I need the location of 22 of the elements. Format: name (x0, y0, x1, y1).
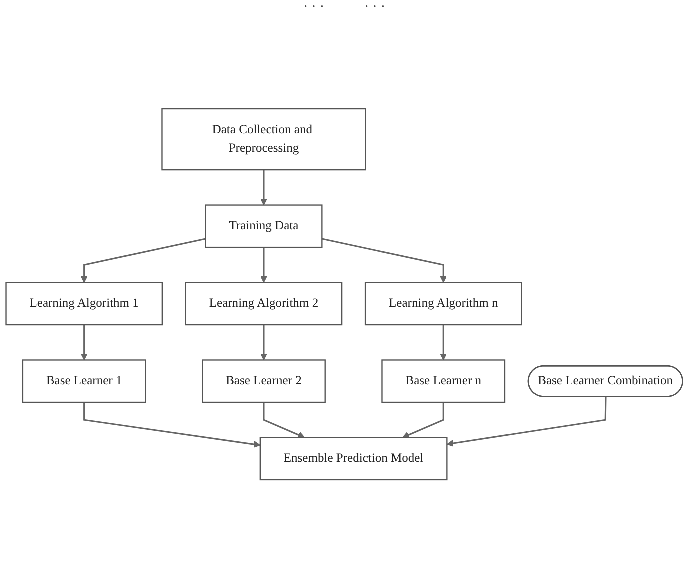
arrow (263, 402, 306, 438)
node-box: Base Learner n (382, 360, 506, 404)
ellipsis-mark: · · · (364, 0, 386, 17)
node-box: Base Learner 1 (22, 360, 146, 404)
arrow (80, 325, 88, 361)
arrow (260, 248, 268, 284)
node-box: Ensemble Prediction Model (260, 437, 448, 481)
arrow (260, 325, 268, 361)
arrow (260, 170, 268, 206)
node-box: Base Learner 2 (202, 360, 326, 404)
node-box: Learning Algorithm 1 (6, 282, 163, 326)
arrow (402, 402, 444, 438)
node-box: Learning Algorithm 2 (185, 282, 343, 326)
node-box: Data Collection and Preprocessing (162, 108, 366, 171)
arrow (322, 238, 448, 284)
node-box: Training Data (205, 204, 323, 248)
node-box: Learning Algorithm n (364, 282, 522, 326)
arrow (440, 325, 448, 361)
ellipsis-mark: · · · (304, 0, 324, 17)
arrow (446, 397, 607, 447)
arrow (84, 402, 261, 448)
arrow (80, 238, 206, 284)
